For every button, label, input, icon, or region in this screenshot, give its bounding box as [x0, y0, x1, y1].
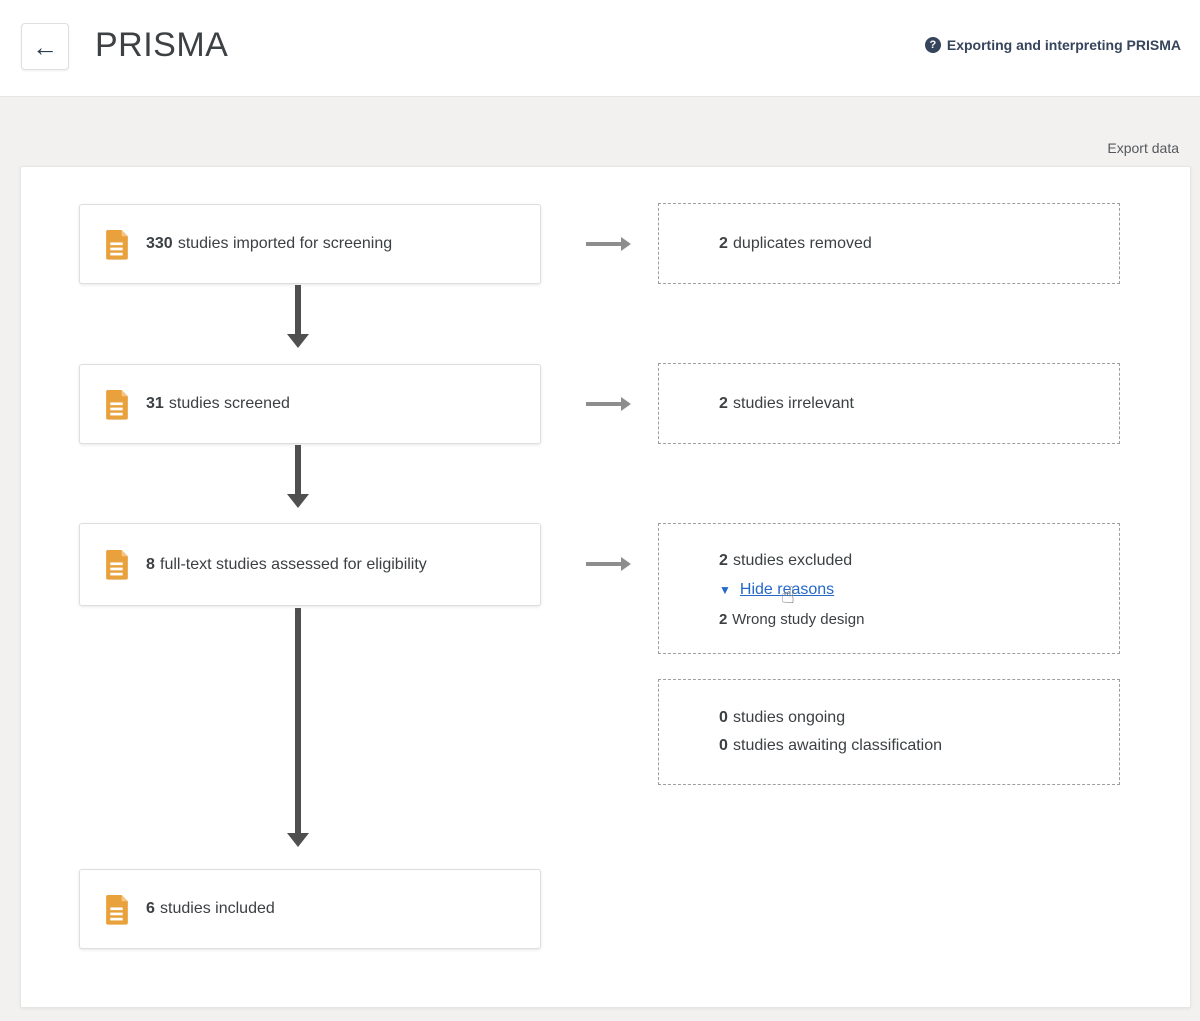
- count-excluded: 2: [719, 552, 728, 569]
- count-included: 6: [146, 900, 155, 917]
- help-circle-icon: ?: [924, 37, 941, 53]
- count-screened: 31: [146, 395, 164, 412]
- count-duplicates: 2: [719, 234, 728, 252]
- arrow-down-icon: [287, 445, 309, 508]
- count-imported: 330: [146, 235, 173, 252]
- count-ongoing: 0: [719, 709, 728, 726]
- page-header: ← PRISMA ? Exporting and interpreting PR…: [0, 0, 1200, 97]
- document-icon: [104, 229, 131, 260]
- document-icon: [104, 389, 131, 420]
- arrow-right-icon: [586, 397, 631, 411]
- back-button[interactable]: ←: [21, 23, 69, 70]
- label-irrelevant: studies irrelevant: [733, 394, 854, 412]
- label-excluded: studies excluded: [733, 552, 853, 569]
- ongoing-text: 0 studies ongoing: [719, 704, 1119, 732]
- flow-box-included: 6 studies included: [79, 869, 541, 949]
- hide-reasons-label: Hide reasons: [739, 581, 835, 598]
- arrow-right-icon: [586, 237, 631, 251]
- document-icon: [104, 549, 131, 580]
- help-link[interactable]: ? Exporting and interpreting PRISMA: [924, 37, 1181, 53]
- flow-box-ongoing-awaiting: 0 studies ongoing 0 studies awaiting class…: [658, 679, 1120, 785]
- label-reason: Wrong study design: [732, 611, 865, 628]
- irrelevant-text: 2 studies irrelevant: [719, 390, 1119, 418]
- excluded-text: 2 studies excluded: [719, 547, 1119, 575]
- triangle-down-icon: ▼: [719, 583, 731, 597]
- count-awaiting: 0: [719, 737, 728, 754]
- label-fulltext: full-text studies assessed for eligibili…: [160, 555, 427, 573]
- label-duplicates: duplicates removed: [733, 234, 872, 252]
- label-included: studies included: [160, 900, 275, 917]
- arrow-right-icon: [586, 557, 631, 571]
- duplicates-removed-text: 2 duplicates removed: [719, 230, 1119, 258]
- export-data-link[interactable]: Export data: [1107, 140, 1179, 156]
- count-reason: 2: [719, 611, 728, 628]
- label-ongoing: studies ongoing: [733, 709, 846, 726]
- help-link-label: Exporting and interpreting PRISMA: [946, 37, 1181, 53]
- label-imported: studies imported for screening: [177, 235, 393, 252]
- label-screened: studies screened: [168, 395, 290, 412]
- flow-box-fulltext: 8 full-text studies assessed for eligibil…: [79, 523, 541, 606]
- flow-box-duplicates-removed: 2 duplicates removed: [658, 203, 1120, 284]
- count-irrelevant: 2: [719, 394, 728, 412]
- hide-reasons-toggle[interactable]: ▼ Hide reasons: [719, 575, 1119, 605]
- label-awaiting: studies awaiting classification: [733, 737, 943, 754]
- page-title: PRISMA: [95, 26, 229, 64]
- flow-box-irrelevant: 2 studies irrelevant: [658, 363, 1120, 444]
- flow-box-included-text: 6 studies included: [146, 900, 275, 918]
- awaiting-text: 0 studies awaiting classification: [719, 732, 1119, 760]
- count-fulltext: 8: [146, 555, 155, 573]
- arrow-down-icon: [287, 285, 309, 348]
- flow-box-fulltext-text: 8 full-text studies assessed for eligibil…: [146, 556, 427, 574]
- document-icon: [104, 894, 131, 925]
- back-arrow-icon: ←: [32, 31, 58, 62]
- arrow-down-icon: [287, 608, 309, 847]
